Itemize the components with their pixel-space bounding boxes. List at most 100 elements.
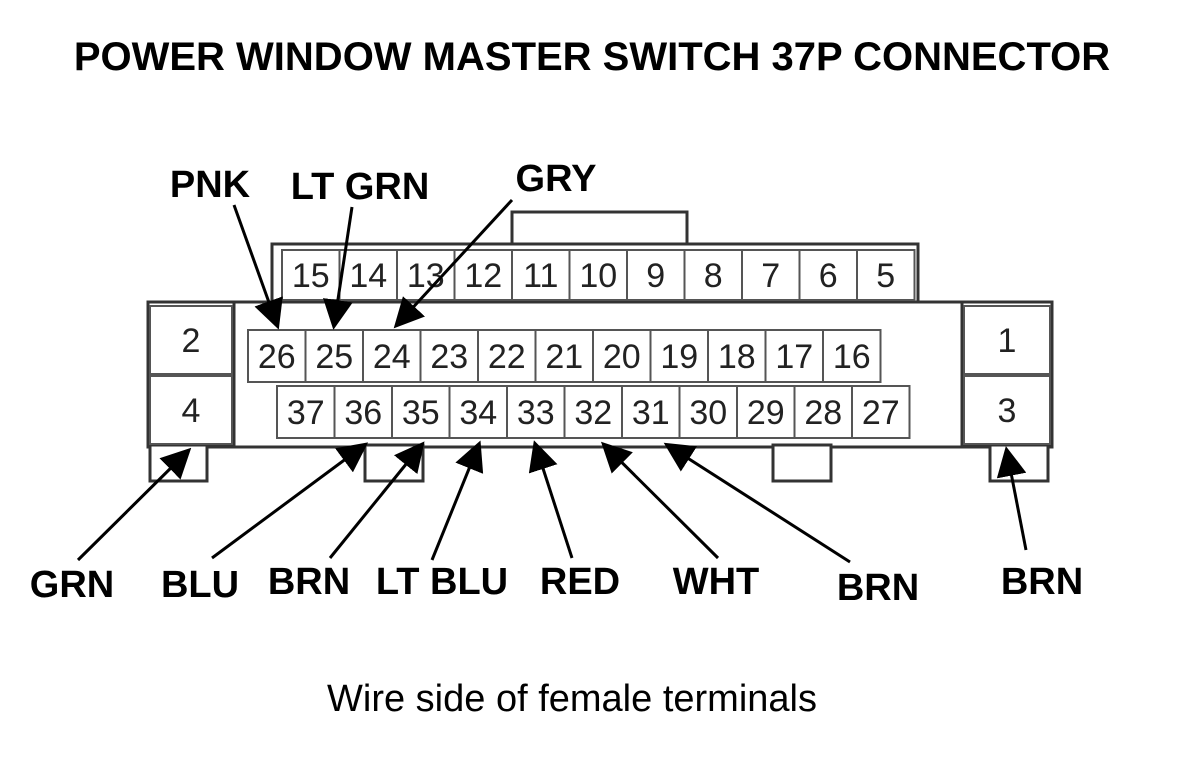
pin-number: 3: [998, 392, 1017, 430]
pin-cell-box: [963, 375, 1051, 445]
pin-cell-33: 33: [506, 385, 566, 439]
pin-cell-36: 36: [333, 385, 393, 439]
pin-cell-35: 35: [391, 385, 451, 439]
pin-cell-1: 1: [963, 305, 1051, 375]
pin-number: 24: [373, 338, 411, 376]
pin-number: 5: [876, 257, 895, 295]
pin-cell-box: [448, 385, 508, 439]
pin-cell-box: [281, 249, 341, 301]
pin-cell-22: 22: [477, 329, 537, 383]
pin-cell-box: [453, 249, 513, 301]
wire-color-label: WHT: [673, 561, 760, 603]
pin-cell-box: [683, 249, 743, 301]
pin-cell-24: 24: [362, 329, 422, 383]
pin-cell-27: 27: [851, 385, 911, 439]
pin-cell-box: [391, 385, 451, 439]
pin-number: 6: [819, 257, 838, 295]
wire-color-label: BRN: [837, 567, 919, 609]
pin-number: 2: [182, 322, 201, 360]
pin-cell-16: 16: [822, 329, 882, 383]
pin-number: 20: [603, 338, 641, 376]
bottom-tab-center-right: [771, 443, 833, 483]
wire-color-label: GRY: [516, 158, 597, 200]
pin-cell-30: 30: [678, 385, 738, 439]
pin-cell-4: 4: [149, 375, 233, 445]
wire-arrows: [76, 198, 1028, 564]
pin-cell-26: 26: [247, 329, 307, 383]
pin-cell-box: [477, 329, 537, 383]
pin-cell-box: [506, 385, 566, 439]
diagram-caption: Wire side of female terminals: [327, 678, 817, 720]
pin-cell-2: 2: [149, 305, 233, 375]
pin-cell-21: 21: [534, 329, 594, 383]
wire-color-label: BLU: [161, 564, 239, 606]
pin-number: 31: [632, 394, 670, 432]
pin-cell-box: [793, 385, 853, 439]
pin-cell-box: [822, 329, 882, 383]
pin-number: 26: [258, 338, 296, 376]
pin-cell-box: [621, 385, 681, 439]
wire-color-label: GRN: [30, 564, 114, 606]
pin-number: 17: [775, 338, 813, 376]
pin-number: 21: [545, 338, 583, 376]
pin-number: 11: [523, 257, 558, 295]
pin-cell-box: [741, 249, 801, 301]
pin-cell-37: 37: [276, 385, 336, 439]
pin-cell-6: 6: [798, 249, 858, 301]
pin-number: 18: [718, 338, 756, 376]
pin-cell-25: 25: [304, 329, 364, 383]
bottom-tab-center-left: [363, 443, 425, 483]
pin-number: 14: [349, 257, 387, 295]
pin-number: 10: [579, 257, 617, 295]
pin-cell-box: [304, 329, 364, 383]
diagram-title: POWER WINDOW MASTER SWITCH 37P CONNECTOR: [74, 35, 1110, 79]
pin-number: 15: [292, 257, 330, 295]
pin-cell-9: 9: [626, 249, 686, 301]
pin-cell-box: [707, 329, 767, 383]
wire-color-label: LT BLU: [376, 561, 508, 603]
pin-number: 28: [804, 394, 842, 432]
wire-arrow: [600, 441, 720, 560]
pin-number: 13: [407, 257, 445, 295]
pin-number: 23: [430, 338, 468, 376]
wire-arrow: [663, 442, 851, 564]
pin-cell-12: 12: [453, 249, 513, 301]
pin-number: 19: [660, 338, 698, 376]
wire-color-label: BRN: [268, 561, 350, 603]
pin-number: 36: [344, 394, 382, 432]
pin-cell-17: 17: [764, 329, 824, 383]
pin-cell-29: 29: [736, 385, 796, 439]
pin-cell-box: [511, 249, 571, 301]
pin-cell-box: [851, 385, 911, 439]
wire-arrow: [996, 446, 1028, 551]
pin-cell-23: 23: [419, 329, 479, 383]
pin-cell-20: 20: [592, 329, 652, 383]
wire-color-label: LT GRN: [291, 166, 430, 208]
pin-cell-box: [963, 305, 1051, 375]
pin-number: 25: [315, 338, 353, 376]
pin-number: 27: [862, 394, 900, 432]
pin-number: 16: [833, 338, 871, 376]
pin-cell-box: [247, 329, 307, 383]
pin-cell-box: [149, 375, 233, 445]
wire-arrow: [232, 204, 283, 330]
pin-cell-28: 28: [793, 385, 853, 439]
pin-cell-11: 11: [511, 249, 571, 301]
pin-number: 29: [747, 394, 785, 432]
pin-cell-box: [563, 385, 623, 439]
pin-number: 7: [761, 257, 780, 295]
wire-arrow: [211, 442, 369, 560]
wire-color-label: PNK: [170, 164, 251, 206]
pin-cell-34: 34: [448, 385, 508, 439]
wire-arrow: [393, 198, 514, 329]
pin-cell-box: [338, 249, 398, 301]
pin-number: 30: [689, 394, 727, 432]
wire-color-label: BRN: [1001, 561, 1083, 603]
pin-number: 32: [574, 394, 612, 432]
pin-cell-box: [592, 329, 652, 383]
pin-cell-box: [149, 305, 233, 375]
pin-number: 1: [998, 322, 1017, 360]
